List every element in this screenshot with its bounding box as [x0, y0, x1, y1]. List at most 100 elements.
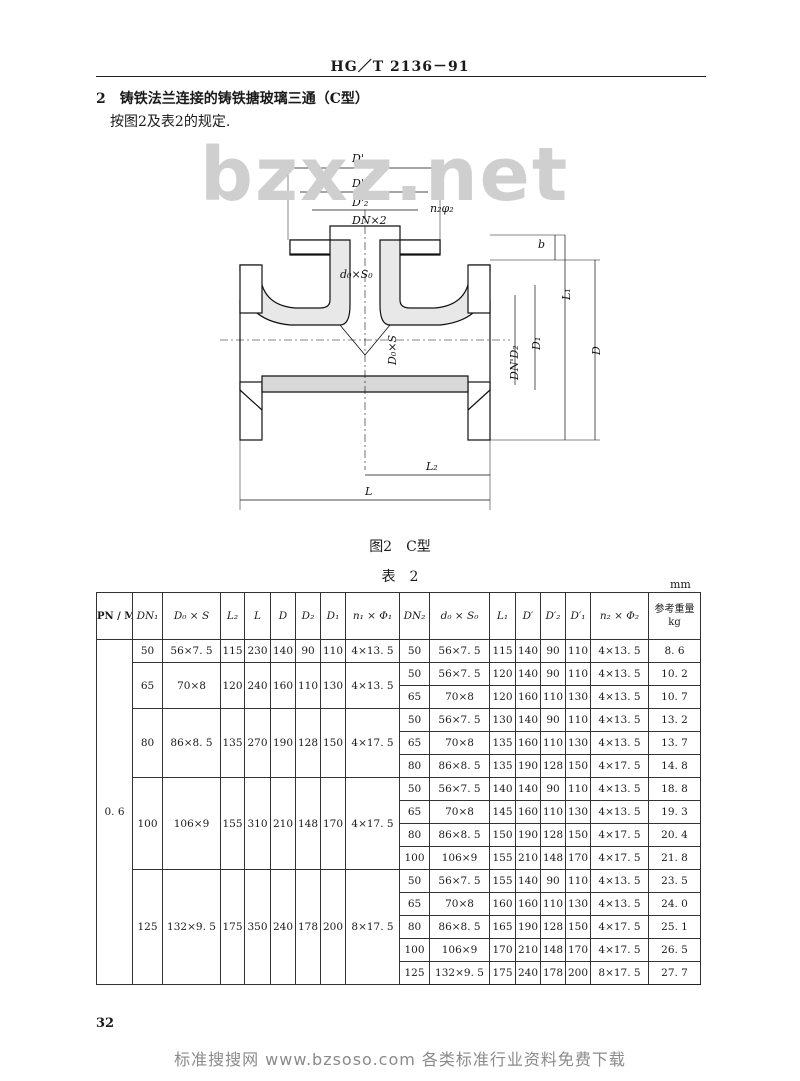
cell-d-prime: 210 — [515, 846, 541, 870]
cell-d: 160 — [270, 662, 296, 709]
cell-d2: 178 — [295, 869, 321, 985]
cell-d2-prime: 128 — [540, 823, 566, 847]
cell-l2: 155 — [220, 777, 245, 870]
cell-n2phi2: 4×13. 5 — [590, 892, 649, 916]
table-header-row: PN / MPa DN₁ D₀ × S L₂ L D D₂ D₁ n₁ × Φ₁… — [96, 592, 701, 640]
watermark: bzxz.net — [200, 132, 570, 218]
cell-l: 350 — [244, 869, 271, 985]
label-l: L — [364, 485, 372, 498]
cell-d2-prime: 110 — [540, 731, 566, 755]
cell-d1-prime: 110 — [565, 639, 591, 663]
cell-d-prime: 140 — [515, 777, 541, 801]
label-dxs: D₀×S — [386, 335, 399, 366]
col-d-prime: D′ — [515, 592, 541, 640]
cell-weight: 8. 6 — [648, 639, 701, 663]
col-dn2: DN₂ — [399, 592, 430, 640]
cell-d1: 110 — [320, 639, 346, 663]
cell-d1-prime: 130 — [565, 685, 591, 709]
col-d0s0: d₀ × S₀ — [429, 592, 490, 640]
cell-weight: 27. 7 — [648, 961, 701, 985]
cell-l1: 130 — [489, 708, 516, 732]
cell-d0s0: 70×8 — [429, 800, 490, 824]
page-number: 32 — [96, 1016, 115, 1031]
cell-weight: 23. 5 — [648, 869, 701, 893]
col-l2: L₂ — [220, 592, 245, 640]
cell-l1: 145 — [489, 800, 516, 824]
cell-d: 210 — [270, 777, 296, 870]
col-weight-unit: kg — [668, 617, 681, 628]
cell-dn2: 80 — [399, 754, 430, 778]
cell-n1phi1: 4×17. 5 — [345, 708, 400, 778]
cell-d0s0: 56×7. 5 — [429, 777, 490, 801]
cell-l1: 165 — [489, 915, 516, 939]
cell-n1phi1: 8×17. 5 — [345, 869, 400, 985]
cell-d2-prime: 110 — [540, 685, 566, 709]
cell-n2phi2: 4×13. 5 — [590, 731, 649, 755]
cell-l2: 115 — [220, 639, 245, 663]
cell-l1: 120 — [489, 685, 516, 709]
cell-d-prime: 160 — [515, 731, 541, 755]
cell-d: 190 — [270, 708, 296, 778]
cell-dn1: 125 — [132, 869, 163, 985]
cell-d2-prime: 178 — [540, 961, 566, 985]
cell-n2phi2: 4×13. 5 — [590, 800, 649, 824]
cell-d1-prime: 110 — [565, 662, 591, 686]
col-d0s: D₀ × S — [162, 592, 221, 640]
drawing-outline — [220, 160, 600, 510]
cell-d2: 110 — [295, 662, 321, 709]
cell-dn2: 80 — [399, 823, 430, 847]
cell-dn2: 65 — [399, 685, 430, 709]
cell-l1: 135 — [489, 731, 516, 755]
cell-d0s: 132×9. 5 — [162, 869, 221, 985]
cell-weight: 20. 4 — [648, 823, 701, 847]
cell-d2-prime: 110 — [540, 892, 566, 916]
cell-weight: 10. 2 — [648, 662, 701, 686]
col-pn: PN / MPa — [96, 592, 133, 640]
table-title: 表 2 — [381, 569, 419, 585]
col-d: D — [270, 592, 296, 640]
cell-dn2: 65 — [399, 800, 430, 824]
cell-d-prime: 240 — [515, 961, 541, 985]
cell-dn2: 65 — [399, 731, 430, 755]
cell-weight: 24. 0 — [648, 892, 701, 916]
cell-l2: 135 — [220, 708, 245, 778]
cell-d-prime: 140 — [515, 639, 541, 663]
cell-l1: 120 — [489, 662, 516, 686]
cell-d0s0: 86×8. 5 — [429, 915, 490, 939]
label-dn2: DN×2 — [351, 214, 387, 227]
cell-d0s0: 56×7. 5 — [429, 708, 490, 732]
col-d1: D₁ — [320, 592, 346, 640]
cell-dn1: 50 — [132, 639, 163, 663]
cell-weight: 25. 1 — [648, 915, 701, 939]
cell-d-prime: 140 — [515, 869, 541, 893]
cell-d2-prime: 90 — [540, 777, 566, 801]
cell-d-prime: 160 — [515, 685, 541, 709]
standard-header: HG／T 2136－91 — [330, 59, 470, 75]
cell-l1: 175 — [489, 961, 516, 985]
cell-n2phi2: 8×17. 5 — [590, 961, 649, 985]
cell-d2: 148 — [295, 777, 321, 870]
cell-l1: 160 — [489, 892, 516, 916]
col-n2phi2: n₂ × Φ₂ — [590, 592, 649, 640]
col-d2: D₂ — [295, 592, 321, 640]
cell-dn2: 100 — [399, 938, 430, 962]
cell-weight: 13. 2 — [648, 708, 701, 732]
cell-d2-prime: 90 — [540, 708, 566, 732]
cell-n2phi2: 4×13. 5 — [590, 708, 649, 732]
cell-dn2: 65 — [399, 892, 430, 916]
cell-d2-prime: 128 — [540, 754, 566, 778]
cell-n2phi2: 4×13. 5 — [590, 685, 649, 709]
cell-d1-prime: 130 — [565, 892, 591, 916]
cell-d1-prime: 110 — [565, 708, 591, 732]
cell-weight: 19. 3 — [648, 800, 701, 824]
cell-d2-prime: 90 — [540, 662, 566, 686]
cell-l2: 175 — [220, 869, 245, 985]
cell-d0s: 106×9 — [162, 777, 221, 870]
cell-d-prime: 190 — [515, 754, 541, 778]
